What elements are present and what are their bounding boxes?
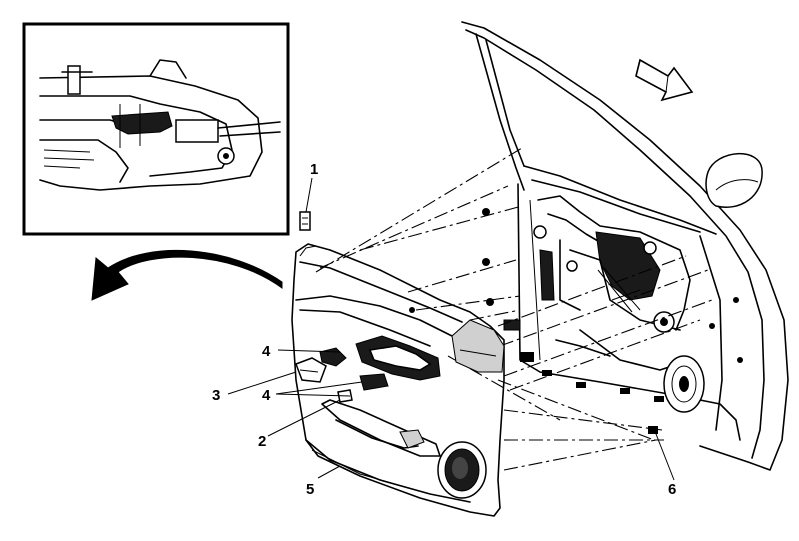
alignment-lines (315, 147, 713, 471)
callout-3: 3 (212, 387, 220, 404)
callout-1: 1 (310, 161, 318, 178)
fasteners (482, 208, 494, 306)
callout-2: 2 (258, 433, 266, 450)
callout-4-lower: 4 (262, 387, 271, 404)
door-frame (461, 21, 789, 471)
leader-lines (227, 177, 675, 481)
callout-4-upper: 4 (262, 343, 271, 360)
callout-5: 5 (306, 481, 314, 498)
door-trim-panel (291, 243, 505, 517)
callout-6: 6 (668, 481, 676, 498)
retainer-clip (299, 211, 311, 231)
curved-arrow-icon (91, 249, 283, 301)
detail-inset (22, 22, 290, 236)
forward-arrow-icon (635, 58, 694, 102)
